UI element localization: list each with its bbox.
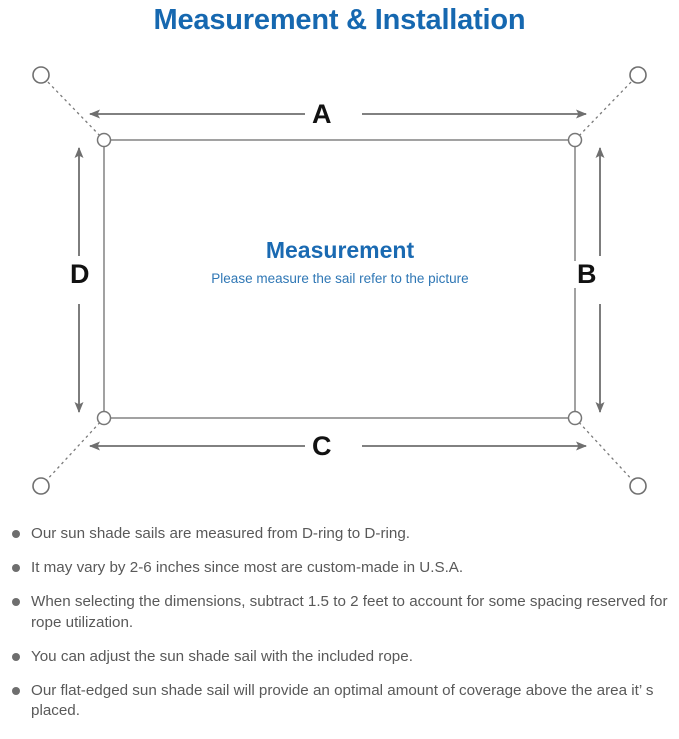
dimension-label-c: C (305, 433, 339, 460)
dimension-label-b: B (570, 261, 604, 288)
note-item: Our flat-edged sun shade sail will provi… (0, 681, 679, 721)
anchor-point-top-left (32, 66, 50, 84)
note-item: When selecting the dimensions, subtract … (0, 592, 679, 632)
d-ring-top-right (567, 132, 583, 148)
sail-rectangle (103, 139, 576, 419)
bullet-icon (12, 652, 20, 661)
measurement-diagram: A B C D Measurement Please measure the s… (0, 46, 679, 516)
anchor-point-bottom-left (32, 477, 50, 495)
page-title: Measurement & Installation (153, 4, 526, 36)
d-ring-bottom-right (567, 410, 583, 426)
dimension-label-d: D (63, 261, 97, 288)
note-text: It may vary by 2-6 inches since most are… (31, 559, 464, 577)
note-text: When selecting the dimensions, subtract … (31, 593, 668, 631)
diagram-svg (32, 66, 647, 495)
note-item: It may vary by 2-6 inches since most are… (0, 558, 679, 578)
rope-line-top-left (43, 77, 105, 141)
anchor-point-bottom-right (629, 477, 647, 495)
anchor-point-top-right (629, 66, 647, 84)
note-item: You can adjust the sun shade sail with t… (0, 647, 679, 667)
notes-list: Our sun shade sails are measured from D-… (0, 524, 679, 736)
rope-line-bottom-right (574, 417, 636, 484)
bullet-icon (12, 530, 20, 538)
bullet-icon (12, 564, 20, 573)
bullet-icon (12, 687, 20, 696)
note-text: You can adjust the sun shade sail with t… (31, 647, 413, 665)
note-text: Our sun shade sails are measured from D-… (31, 525, 410, 542)
note-text: Our flat-edged sun shade sail will provi… (31, 682, 654, 720)
bullet-icon (12, 598, 20, 607)
d-ring-top-left (96, 132, 112, 148)
rope-line-top-right (574, 77, 636, 141)
d-ring-bottom-left (96, 410, 112, 426)
rope-line-bottom-left (43, 417, 105, 484)
note-item: Our sun shade sails are measured from D-… (0, 524, 679, 544)
dimension-label-a: A (305, 101, 339, 128)
